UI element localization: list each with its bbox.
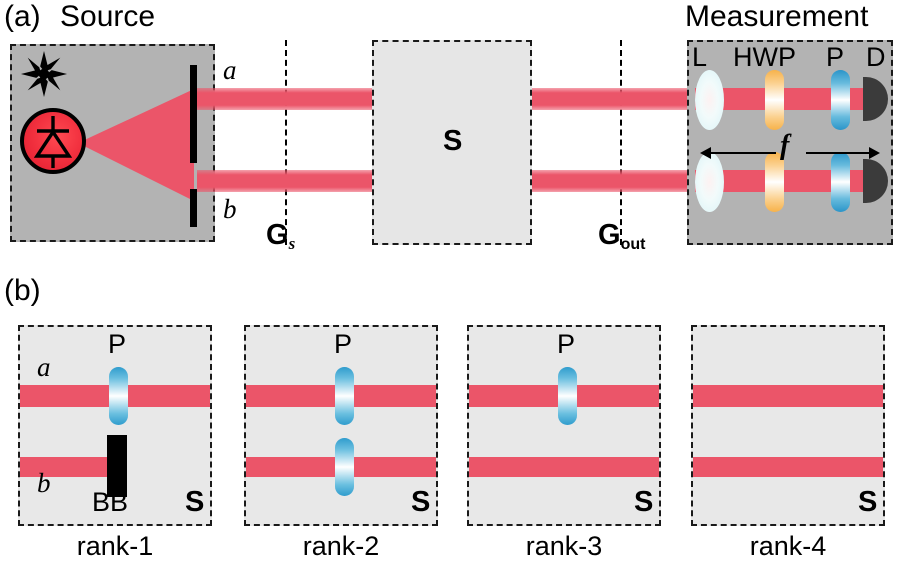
lens-icon-top — [695, 70, 724, 130]
rank-2-polarizer-icon-a — [335, 367, 354, 425]
component-label-HWP: HWP — [733, 42, 796, 72]
gate-out-label: Gout — [598, 219, 646, 253]
rank-4-box — [691, 325, 885, 526]
gate-source-subscript: s — [288, 234, 296, 253]
mode-label-b: b — [223, 194, 237, 224]
s-operation-box — [372, 40, 532, 245]
beam-a-segment-1 — [197, 88, 372, 110]
rank-4-beam-b — [693, 457, 883, 477]
rank-1-mode-label-a: a — [37, 352, 51, 382]
hwp-icon-bottom — [765, 152, 784, 212]
component-label-P: P — [826, 42, 845, 72]
rank-2-caption: rank-2 — [302, 531, 380, 561]
beam-b-segment-2 — [532, 170, 695, 192]
aperture-bar-top — [190, 65, 197, 101]
polarizer-icon-bottom — [831, 152, 850, 212]
rank-3-top-element-label: P — [557, 329, 576, 359]
beam-b-segment-1 — [197, 170, 372, 192]
component-label-D: D — [866, 42, 886, 72]
rank-1-mode-label-b: b — [37, 468, 51, 498]
aperture-bar-mid — [190, 101, 197, 163]
rank-3-box — [467, 325, 661, 526]
emission-cone — [72, 75, 222, 215]
gate-out-guide-line — [620, 40, 622, 245]
rank-2-top-element-label: P — [334, 329, 353, 359]
rank-1-s-label: S — [185, 486, 205, 518]
sparkle-star-icon — [20, 50, 68, 98]
measurement-title: Measurement — [685, 0, 869, 33]
s-box-label: S — [443, 125, 463, 157]
rank-1-caption: rank-1 — [76, 531, 154, 561]
beam-a-segment-2 — [532, 88, 695, 110]
lens-icon-bottom — [695, 152, 724, 212]
rank-4-caption: rank-4 — [749, 531, 827, 561]
rank-3-polarizer-icon-a — [558, 367, 577, 425]
gate-source-letter: G — [266, 219, 289, 251]
rank-3-s-label: S — [634, 486, 654, 518]
component-label-L: L — [692, 42, 708, 72]
hwp-icon-top — [765, 70, 784, 130]
rank-2-s-label: S — [411, 486, 431, 518]
rank-1-bottom-element-label: BB — [92, 487, 129, 517]
mode-label-a: a — [223, 55, 237, 85]
polarizer-icon-top — [831, 70, 850, 130]
gate-out-subscript: out — [620, 236, 646, 253]
focal-label: f — [780, 130, 790, 161]
rank-1-polarizer-icon-a — [109, 367, 128, 425]
rank-4-s-label: S — [858, 486, 878, 518]
rank-3-beam-b — [469, 457, 659, 477]
gate-out-letter: G — [598, 219, 621, 251]
rank-1-beam-b — [20, 457, 118, 477]
panel-b-label: (b) — [4, 274, 41, 307]
panel-a-label: (a) — [4, 0, 41, 33]
gate-source-guide-line — [285, 40, 287, 245]
rank-2-polarizer-icon-b — [335, 438, 354, 496]
source-title: Source — [60, 0, 156, 33]
rank-3-caption: rank-3 — [525, 531, 603, 561]
led-diode-icon — [20, 108, 86, 174]
focal-distance-arrow: f — [700, 130, 880, 166]
rank-1-beam-block-icon — [107, 435, 127, 497]
rank-4-beam-a — [693, 385, 883, 407]
aperture-bar-bottom — [190, 189, 197, 227]
gate-source-label: Gs — [266, 219, 296, 253]
measurement-box — [687, 40, 893, 245]
rank-1-top-element-label: P — [108, 329, 127, 359]
